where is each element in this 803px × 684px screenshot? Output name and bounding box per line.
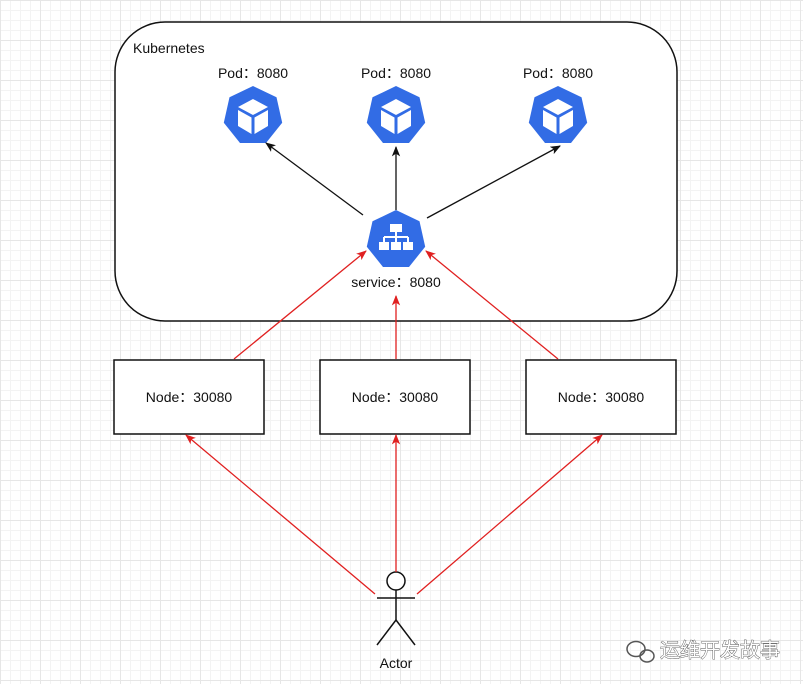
service-to-pod-arrows bbox=[265, 142, 561, 219]
service: service：8080 bbox=[351, 210, 441, 290]
pod-label: Pod：8080 bbox=[523, 65, 593, 81]
pod-label: Pod：8080 bbox=[361, 65, 431, 81]
arrow-actor-node-1 bbox=[185, 434, 376, 595]
watermark-text: 运维开发故事 bbox=[660, 638, 780, 662]
watermark: 运维开发故事 bbox=[626, 638, 780, 663]
arrow-node-1-service bbox=[233, 250, 367, 360]
pod-icon bbox=[223, 86, 283, 143]
node-label: Node：30080 bbox=[146, 389, 233, 405]
service-label: service：8080 bbox=[351, 274, 441, 290]
arrow-actor-node-3 bbox=[416, 434, 603, 595]
pod-icon bbox=[366, 86, 426, 143]
actor-to-node-arrows bbox=[185, 433, 603, 595]
pod-2: Pod：8080 bbox=[361, 65, 431, 143]
pod-icon bbox=[528, 86, 588, 143]
pod-3: Pod：8080 bbox=[523, 65, 593, 143]
arrow-node-3-service bbox=[425, 250, 559, 360]
cluster-label: Kubernetes bbox=[133, 40, 205, 56]
service-icon bbox=[366, 210, 426, 267]
actor-figure-icon bbox=[376, 571, 416, 646]
actor-label: Actor bbox=[380, 655, 413, 671]
node-label: Node：30080 bbox=[558, 389, 645, 405]
arrow-service-pod-1 bbox=[265, 142, 364, 216]
arrow-service-pod-3 bbox=[426, 145, 561, 219]
actor: Actor bbox=[376, 571, 416, 671]
node-1: Node：30080 bbox=[113, 359, 265, 435]
node-2: Node：30080 bbox=[319, 359, 471, 435]
pod-label: Pod：8080 bbox=[218, 65, 288, 81]
pod-1: Pod：8080 bbox=[218, 65, 288, 143]
node-3: Node：30080 bbox=[525, 359, 677, 435]
node-to-service-arrows bbox=[233, 250, 559, 360]
node-label: Node：30080 bbox=[352, 389, 439, 405]
wechat-icon bbox=[626, 640, 655, 663]
